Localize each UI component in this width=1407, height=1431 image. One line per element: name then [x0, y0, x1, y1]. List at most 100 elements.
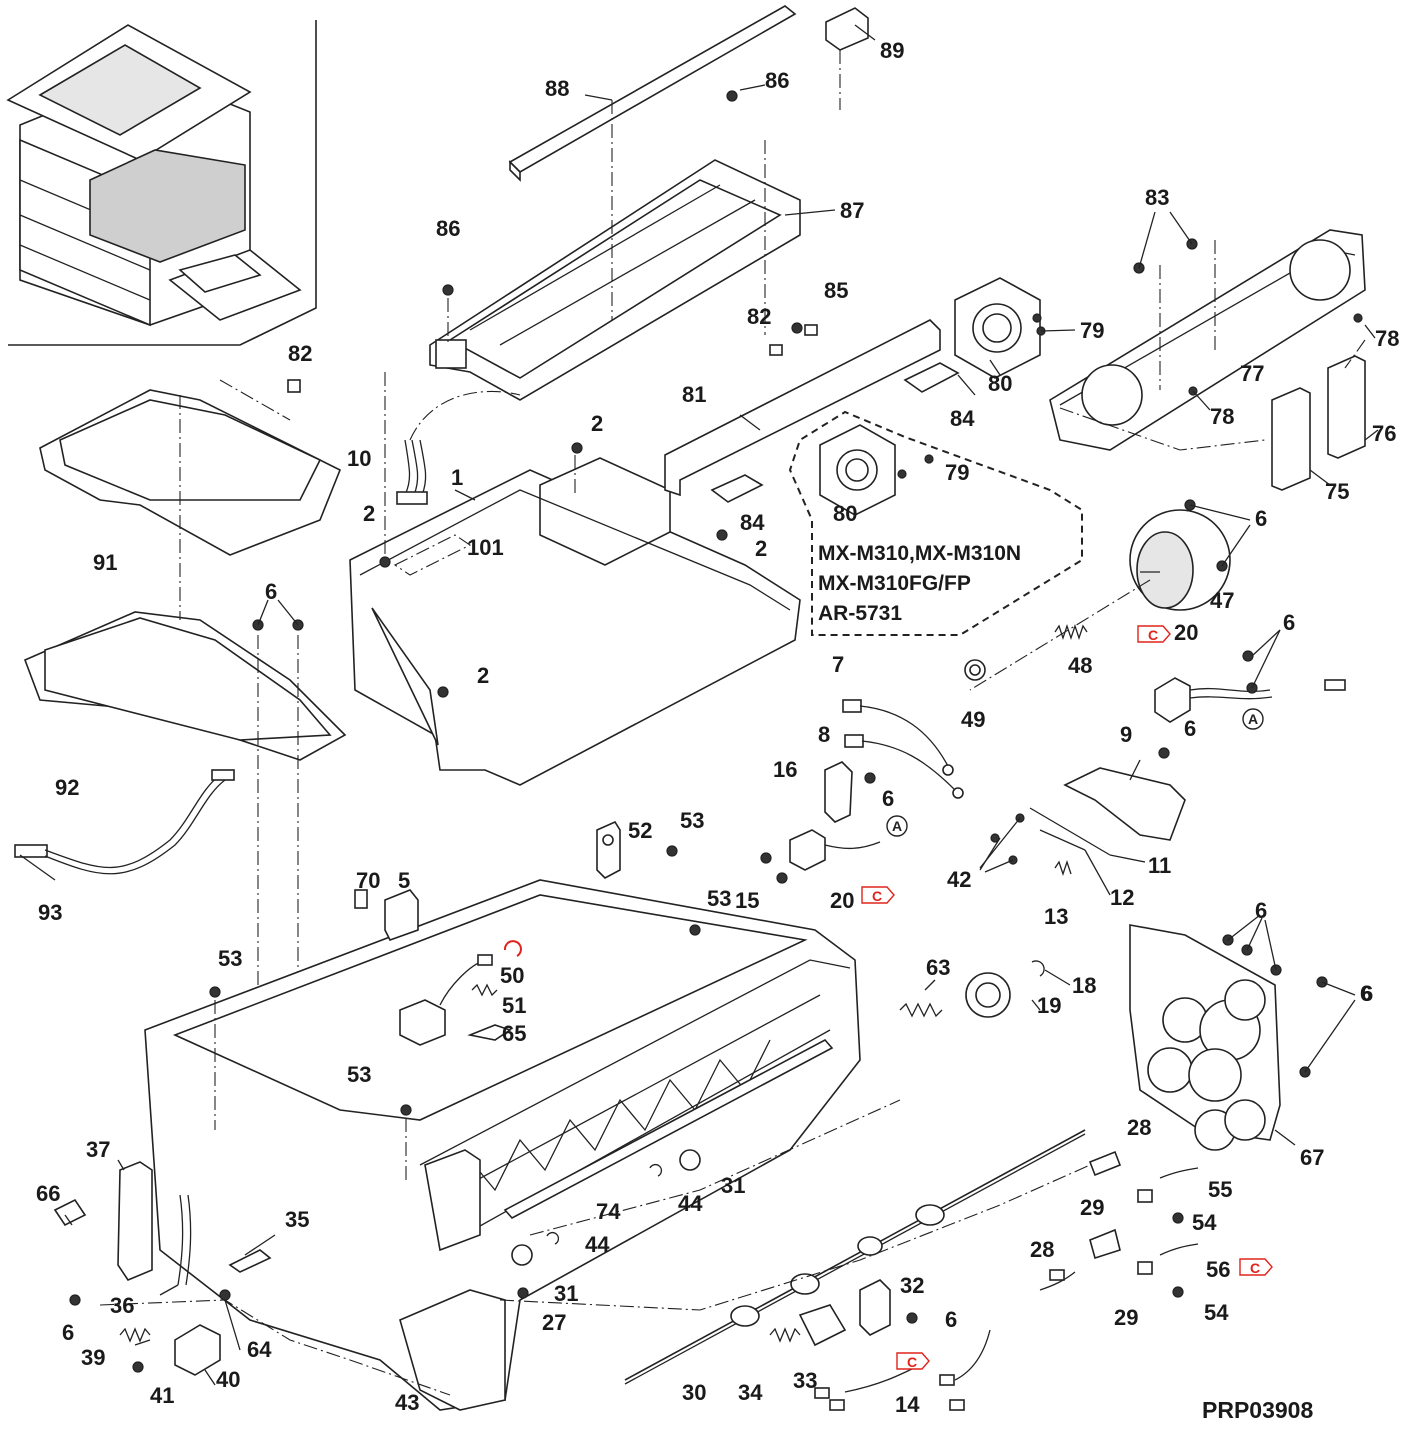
- leader-lines: [19, 24, 1379, 1386]
- callout-label: 80: [988, 371, 1012, 396]
- callout-label: 20: [1174, 620, 1198, 645]
- callout-label: 55: [1208, 1177, 1232, 1202]
- callout-label: 47: [1210, 588, 1234, 613]
- callout-label: 1: [451, 465, 463, 490]
- callout-label: 54: [1192, 1210, 1217, 1235]
- callout-label: 6: [265, 579, 277, 604]
- callout-label: 70: [356, 868, 380, 893]
- svg-text:A: A: [1248, 711, 1258, 727]
- callout-label: 44: [585, 1232, 610, 1257]
- callout-label: 92: [55, 775, 79, 800]
- change-mark: C: [861, 886, 895, 904]
- callout-label: 80: [833, 501, 857, 526]
- callout-label: 78: [1210, 404, 1234, 429]
- callout-label: 37: [86, 1137, 110, 1162]
- laser-unit-1: [349, 372, 801, 786]
- callout-label: 43: [395, 1390, 419, 1415]
- callout-label: 49: [961, 707, 985, 732]
- callout-label: 11: [1148, 853, 1171, 878]
- callout-label: 53: [680, 808, 704, 833]
- callout-label: 2: [755, 536, 767, 561]
- callout-label: 12: [1110, 885, 1134, 910]
- callout-label: 79: [945, 460, 969, 485]
- callout-label: 7: [832, 652, 844, 677]
- callout-label: 32: [900, 1273, 924, 1298]
- drawing-code: PRP03908: [1202, 1397, 1313, 1423]
- callout-label: 75: [1325, 479, 1349, 504]
- callout-label: 79: [1080, 318, 1104, 343]
- callout-label: 85: [824, 278, 848, 303]
- callout-label: 84: [950, 406, 975, 431]
- callout-label: 89: [880, 38, 904, 63]
- callout-label: 78: [1375, 326, 1399, 351]
- callout-label: 8: [818, 722, 830, 747]
- callout-label: 16: [773, 757, 797, 782]
- svg-text:A: A: [892, 818, 902, 834]
- fan-assembly: [287, 229, 1366, 636]
- callout-label: 10: [347, 446, 371, 471]
- model-note-line: MX-M310,MX-M310N: [818, 542, 1021, 565]
- callout-label: 6: [62, 1320, 74, 1345]
- reference-circle-a: A: [1242, 708, 1264, 730]
- callout-label: 27: [542, 1310, 566, 1335]
- duct-76: [1327, 355, 1366, 459]
- callout-labels: 89 88 86 87 86 83 85 82 79 78 82 77 78 8…: [36, 38, 1399, 1417]
- callout-label: 86: [436, 216, 460, 241]
- callout-label: 6: [1255, 898, 1267, 923]
- callout-label: 31: [554, 1281, 578, 1306]
- callout-label: 13: [1044, 904, 1068, 929]
- model-note: MX-M310,MX-M310N MX-M310FG/FP AR-5731: [818, 542, 1021, 625]
- callout-label: 15: [735, 888, 759, 913]
- reference-circle-a: A: [886, 815, 908, 837]
- highlighted-unit: [89, 149, 246, 263]
- callout-label: 56: [1206, 1257, 1230, 1282]
- callout-label: 5: [398, 868, 410, 893]
- callout-label: 35: [285, 1207, 309, 1232]
- callout-label: 101: [467, 535, 504, 560]
- callout-label: 50: [500, 963, 524, 988]
- callout-label: 67: [1300, 1145, 1324, 1170]
- duct-75: [1271, 387, 1311, 491]
- callout-label: 82: [747, 304, 771, 329]
- svg-text:C: C: [1148, 627, 1158, 643]
- callout-label: 41: [150, 1383, 174, 1408]
- svg-text:C: C: [1250, 1260, 1260, 1276]
- callout-label: 82: [288, 341, 312, 366]
- callout-label: 83: [1145, 185, 1169, 210]
- svg-text:C: C: [872, 888, 882, 904]
- callout-label: 65: [502, 1021, 526, 1046]
- callout-label: 29: [1080, 1195, 1104, 1220]
- bracket-9: [1063, 767, 1186, 841]
- block-89: [825, 7, 869, 51]
- callout-label: 52: [628, 818, 652, 843]
- model-note-line: AR-5731: [818, 602, 902, 625]
- callout-label: 6: [1361, 981, 1373, 1006]
- callout-label: 63: [926, 955, 950, 980]
- callout-label: 19: [1037, 993, 1061, 1018]
- left-covers: [14, 379, 347, 1050]
- change-mark: C: [896, 1352, 930, 1370]
- callout-label: 54: [1204, 1300, 1229, 1325]
- callout-label: 18: [1072, 973, 1096, 998]
- callout-label: 53: [218, 946, 242, 971]
- callout-label: 64: [247, 1337, 272, 1362]
- callout-label: 31: [721, 1173, 745, 1198]
- callout-label: 2: [363, 501, 375, 526]
- callout-label: 88: [545, 76, 569, 101]
- callout-label: 93: [38, 900, 62, 925]
- callout-label: 30: [682, 1380, 706, 1405]
- callout-label: 77: [1240, 361, 1264, 386]
- callout-label: 76: [1372, 421, 1396, 446]
- callout-label: 29: [1114, 1305, 1138, 1330]
- callout-label: 9: [1120, 722, 1132, 747]
- callout-label: 6: [1184, 716, 1196, 741]
- callout-label: 66: [36, 1181, 60, 1206]
- callout-label: 14: [895, 1392, 920, 1417]
- change-mark: C: [1137, 625, 1171, 643]
- callout-label: 33: [793, 1368, 817, 1393]
- callout-label: 28: [1030, 1237, 1054, 1262]
- callout-label: 6: [1360, 981, 1372, 1006]
- machine-location-inset: [6, 20, 317, 346]
- callout-label: 40: [216, 1367, 240, 1392]
